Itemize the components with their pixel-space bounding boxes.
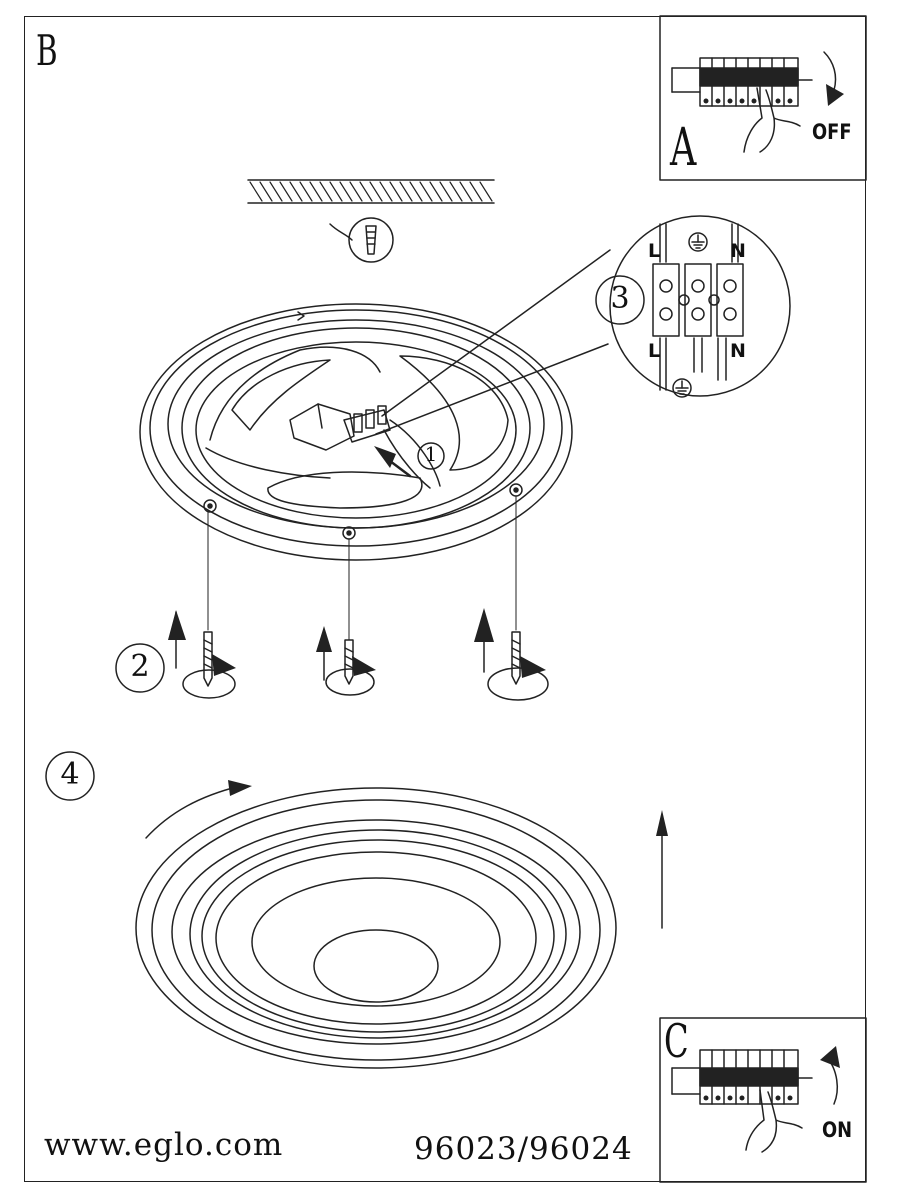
step-2-number: 2 [130,649,150,684]
terminal-block-icon [289,403,441,489]
ceiling-hatch [247,179,495,204]
model-number: 96023/96024 [414,1131,633,1167]
zoom-wiring [609,215,791,398]
screw-icon [316,626,376,696]
switch-on-label: ON [822,1118,853,1142]
breaker-panel-icon [671,57,813,107]
screw-set [168,495,549,701]
step-4-circle [45,751,95,801]
arrow-1 [374,446,396,468]
step-a-label: A [670,118,697,178]
rotate-arrow-icon [823,51,837,91]
earth-ground-icon [688,232,708,252]
wire-l-top-label: L [648,240,661,262]
switch-off-label: OFF [812,120,852,144]
wire-n-bottom-label: N [730,340,746,362]
step-3-number: 3 [610,281,630,316]
breaker-panel-icon [671,1049,813,1105]
page-frame [24,16,866,1182]
step-3-circle [595,275,645,325]
step-4-number: 4 [60,757,80,792]
panel-c [659,1017,867,1183]
step-2-circle [115,643,165,693]
panel-a [659,15,867,181]
wire-n-top-label: N [730,240,746,262]
screw-icon [168,610,236,699]
wall-plug-icon [329,217,394,263]
hand-icon [745,1089,803,1153]
hand-icon [743,87,801,153]
earth-ground-icon-bottom [672,378,692,398]
step-1-number: 1 [424,442,438,466]
step-1-circle [417,442,445,470]
website-link[interactable]: www.eglo.com [44,1127,284,1163]
base-plate [139,303,573,561]
screw-icon [474,608,549,701]
wire-l-bottom-label: L [648,340,661,362]
lamp-shade [135,780,668,1069]
step-c-label: C [664,1014,689,1068]
step-b-label: B [36,26,58,75]
